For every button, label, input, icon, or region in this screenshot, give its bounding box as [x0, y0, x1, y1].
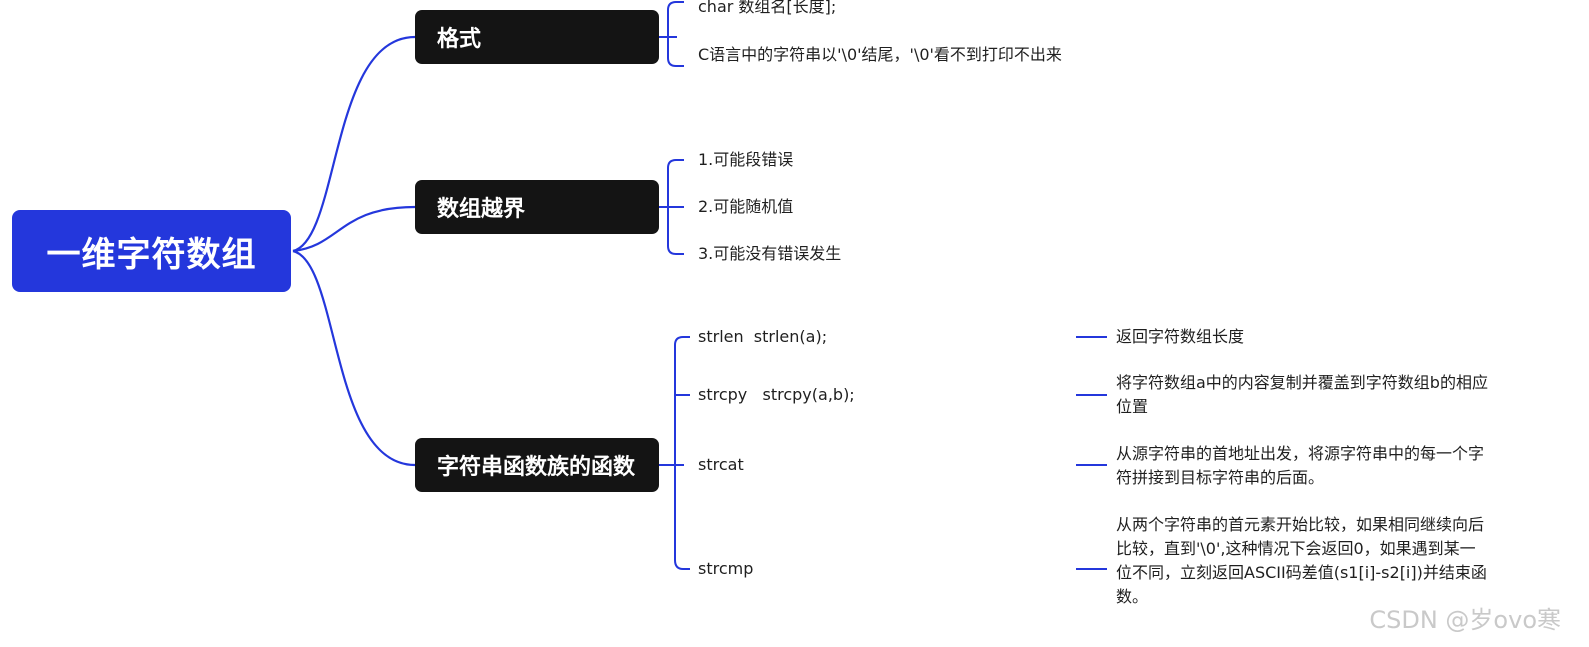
connector-root-format [292, 35, 416, 253]
connector-overflow-items [659, 159, 684, 255]
format-note: C语言中的字符串以'\0'结尾，'\0'看不到打印不出来 [698, 45, 1062, 64]
overflow-item-3: 3.可能没有错误发生 [698, 244, 842, 263]
connector-functions-items [659, 336, 690, 570]
watermark: CSDN @岁ovo寒 [1369, 606, 1561, 634]
branch-node-format: 格式 [415, 10, 659, 64]
connector-root-functions [292, 249, 416, 467]
desc-strcpy: 将字符数组a中的内容复制并覆盖到字符数组b的相应位置 [1116, 373, 1488, 416]
connector-root-overflow [292, 205, 416, 253]
desc-strcat: 从源字符串的首地址出发，将源字符串中的每一个字符拼接到目标字符串的后面。 [1116, 444, 1485, 487]
function-strcat: strcat [698, 455, 744, 474]
function-strcpy: strcpy strcpy(a,b); [698, 385, 855, 404]
overflow-item-1: 1.可能段错误 [698, 150, 794, 169]
desc-strcmp: 从两个字符串的首元素开始比较，如果相同继续向后比较，直到'\0',这种情况下会返… [1116, 515, 1487, 606]
format-syntax: char 数组名[长度]; [698, 0, 837, 16]
root-node: 一维字符数组 [12, 210, 291, 292]
connector-format-items [659, 1, 684, 67]
function-strcmp: strcmp [698, 559, 754, 578]
function-strlen: strlen strlen(a); [698, 327, 828, 346]
branch-node-string-functions: 字符串函数族的函数 [415, 438, 659, 492]
branch-node-array-overflow: 数组越界 [415, 180, 659, 234]
desc-strlen: 返回字符数组长度 [1116, 327, 1245, 346]
overflow-item-2: 2.可能随机值 [698, 197, 794, 216]
